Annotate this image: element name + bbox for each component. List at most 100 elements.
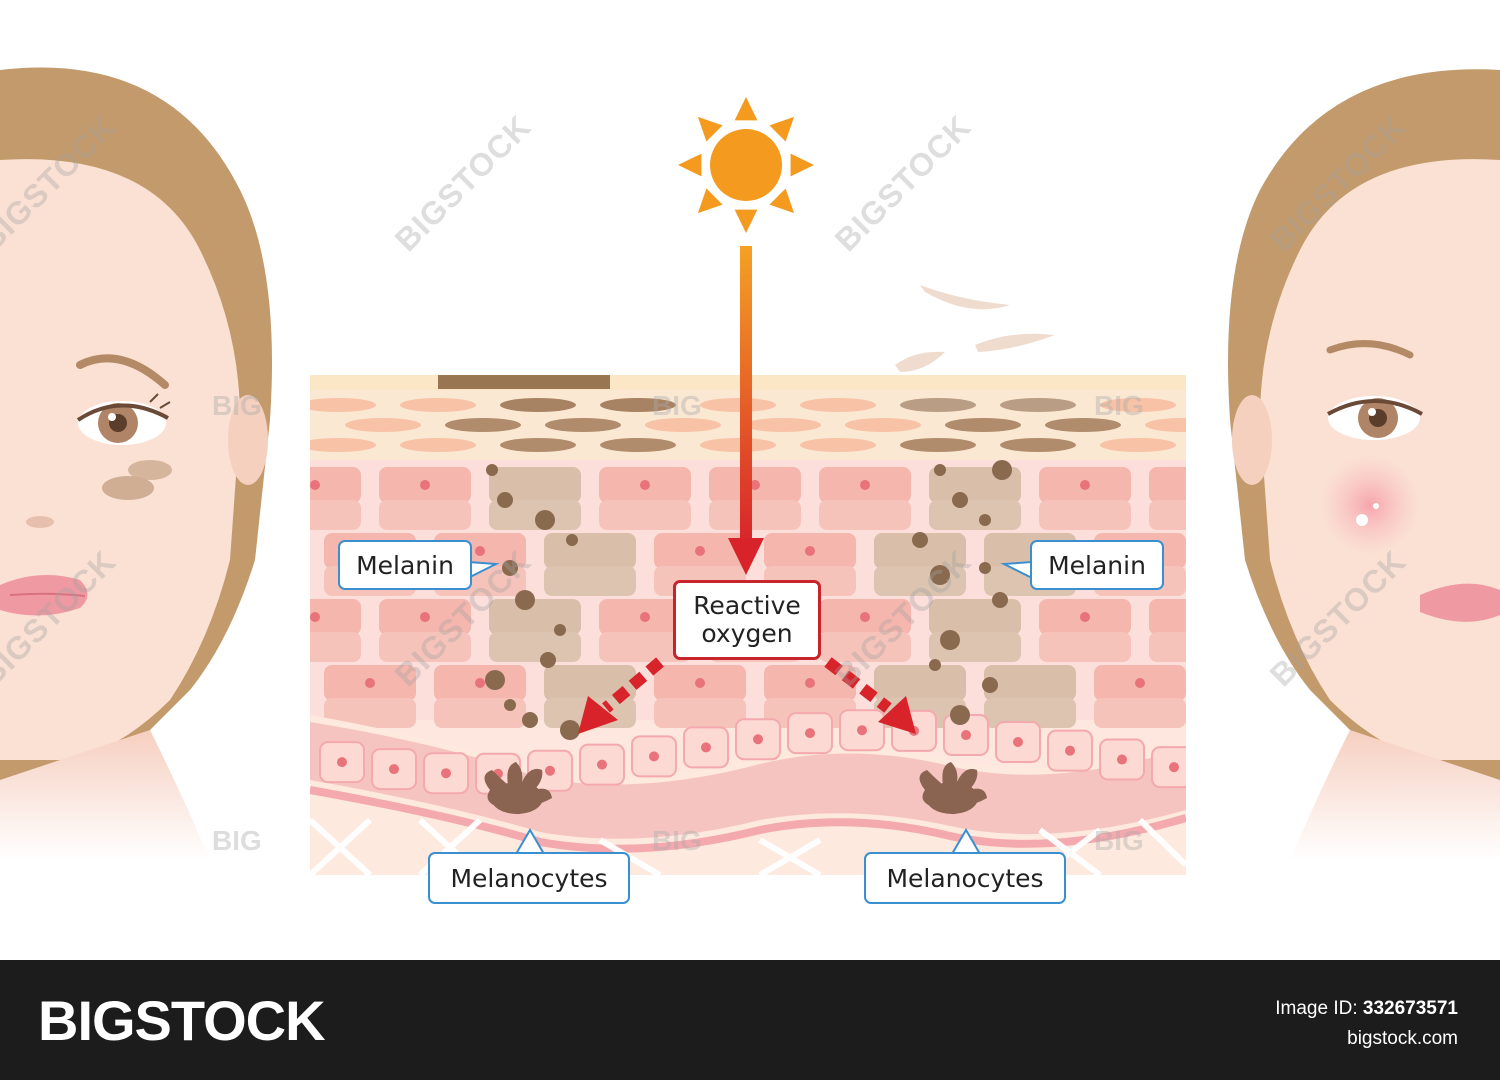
- cell-nucleus: [1080, 612, 1090, 622]
- cell-nucleus: [1190, 612, 1200, 622]
- melanin-granule: [979, 514, 991, 526]
- sun-ray: [790, 153, 814, 177]
- epidermis-cell: [434, 698, 526, 728]
- basal-nucleus: [805, 728, 815, 739]
- sun-icon: [678, 97, 814, 233]
- melanin-granule: [992, 592, 1008, 608]
- epidermis-cell: [310, 500, 361, 530]
- corneum-cell: [1000, 398, 1076, 412]
- epidermis-cell: [214, 665, 306, 701]
- melanin-granule: [912, 532, 928, 548]
- melanin-granule: [940, 630, 960, 650]
- melanin-granule: [952, 492, 968, 508]
- melanocytes-label-right: Melanocytes: [864, 852, 1066, 904]
- basal-nucleus: [857, 725, 867, 736]
- melanocyte-left: [484, 762, 552, 815]
- corneum-cell: [600, 398, 676, 412]
- melanin-granule: [929, 659, 941, 671]
- epidermis-cell: [1039, 632, 1131, 662]
- corneum-cell: [500, 398, 576, 412]
- epidermis-cell: [874, 533, 966, 569]
- basal-nucleus: [545, 765, 555, 776]
- corneum-cell: [600, 438, 676, 452]
- sun-ray: [769, 188, 795, 214]
- image-id-value: 332673571: [1362, 998, 1458, 1019]
- cell-nucleus: [310, 612, 320, 622]
- basal-nucleus: [649, 751, 659, 762]
- corneum-cell: [900, 438, 976, 452]
- melanin-granules: [485, 460, 1012, 740]
- reactive-oxygen-label: Reactive oxygen: [673, 580, 821, 660]
- uv-ray-arrow: [728, 246, 764, 575]
- melanin-granule: [554, 624, 566, 636]
- epidermis-cell: [929, 599, 1021, 635]
- epidermis-cell: [599, 500, 691, 530]
- melanin-granule: [515, 590, 535, 610]
- cell-nucleus: [310, 480, 320, 490]
- melanin-granule: [522, 712, 538, 728]
- watermark-small: BIG: [1094, 825, 1144, 856]
- epidermis-cell: [489, 632, 581, 662]
- basal-nucleus: [753, 734, 763, 745]
- melanin-granule: [535, 510, 555, 530]
- cell-nucleus: [365, 678, 375, 688]
- footer-brand[interactable]: BIGSTOCK: [38, 989, 326, 1052]
- epidermis-cell: [1094, 698, 1186, 728]
- corneum-cell: [745, 418, 821, 432]
- epidermis-cell: [379, 500, 471, 530]
- watermark-small: BIG: [652, 825, 702, 856]
- epidermis-cell: [819, 500, 911, 530]
- melanin-granule: [930, 565, 950, 585]
- cell-nucleus: [695, 678, 705, 688]
- basal-nucleus: [701, 742, 711, 753]
- corneum-cell: [800, 438, 876, 452]
- epidermis-cell: [984, 665, 1076, 701]
- corneum-cell: [445, 418, 521, 432]
- epidermis-cell: [1149, 500, 1186, 530]
- cell-nucleus: [420, 480, 430, 490]
- watermark-small: BIG: [212, 825, 262, 856]
- cell-nucleus: [1135, 678, 1145, 688]
- corneum-cell: [400, 398, 476, 412]
- basal-nucleus: [1169, 762, 1179, 773]
- corneum-cell: [700, 438, 776, 452]
- epidermis-cell: [544, 665, 636, 701]
- corneum-cell: [1100, 438, 1176, 452]
- cell-nucleus: [860, 480, 870, 490]
- image-id-label: Image ID:: [1275, 998, 1358, 1019]
- epidermis-cell: [310, 599, 361, 635]
- epidermis-cell: [310, 632, 361, 662]
- melanin-granule: [950, 705, 970, 725]
- corneum-cell: [310, 398, 376, 412]
- sun-ray: [678, 153, 702, 177]
- basal-nucleus: [597, 759, 607, 770]
- epidermis-cell: [544, 566, 636, 596]
- melanin-granule: [566, 534, 578, 546]
- corneum-cell: [1000, 438, 1076, 452]
- image-id: Image ID: 332673571: [1275, 998, 1458, 1020]
- footer-site-link[interactable]: bigstock.com: [1347, 1028, 1458, 1049]
- watermark-small: BIG: [652, 390, 702, 421]
- sun-ray: [697, 188, 723, 214]
- watermark-small: BIG: [212, 390, 262, 421]
- basal-nucleus: [961, 730, 971, 741]
- sun-ray: [734, 97, 758, 121]
- cell-nucleus: [860, 612, 870, 622]
- corneum-cell: [1045, 418, 1121, 432]
- melanin-granule: [992, 460, 1012, 480]
- epidermis-cell: [544, 533, 636, 569]
- cell-nucleus: [805, 546, 815, 556]
- cell-nucleus: [695, 546, 705, 556]
- melanocyte-right: [919, 762, 987, 815]
- epidermis-cell: [1149, 467, 1186, 503]
- epidermis-cell: [1039, 500, 1131, 530]
- skin-diagram: [0, 67, 1500, 875]
- epidermis-cell: [214, 698, 306, 728]
- epidermis-cell: [324, 698, 416, 728]
- melanocytes-label-left: Melanocytes: [428, 852, 630, 904]
- basal-nucleus: [441, 768, 451, 779]
- cell-nucleus: [420, 612, 430, 622]
- epidermis-cell: [599, 632, 691, 662]
- epidermis-cell: [984, 698, 1076, 728]
- cell-nucleus: [475, 546, 485, 556]
